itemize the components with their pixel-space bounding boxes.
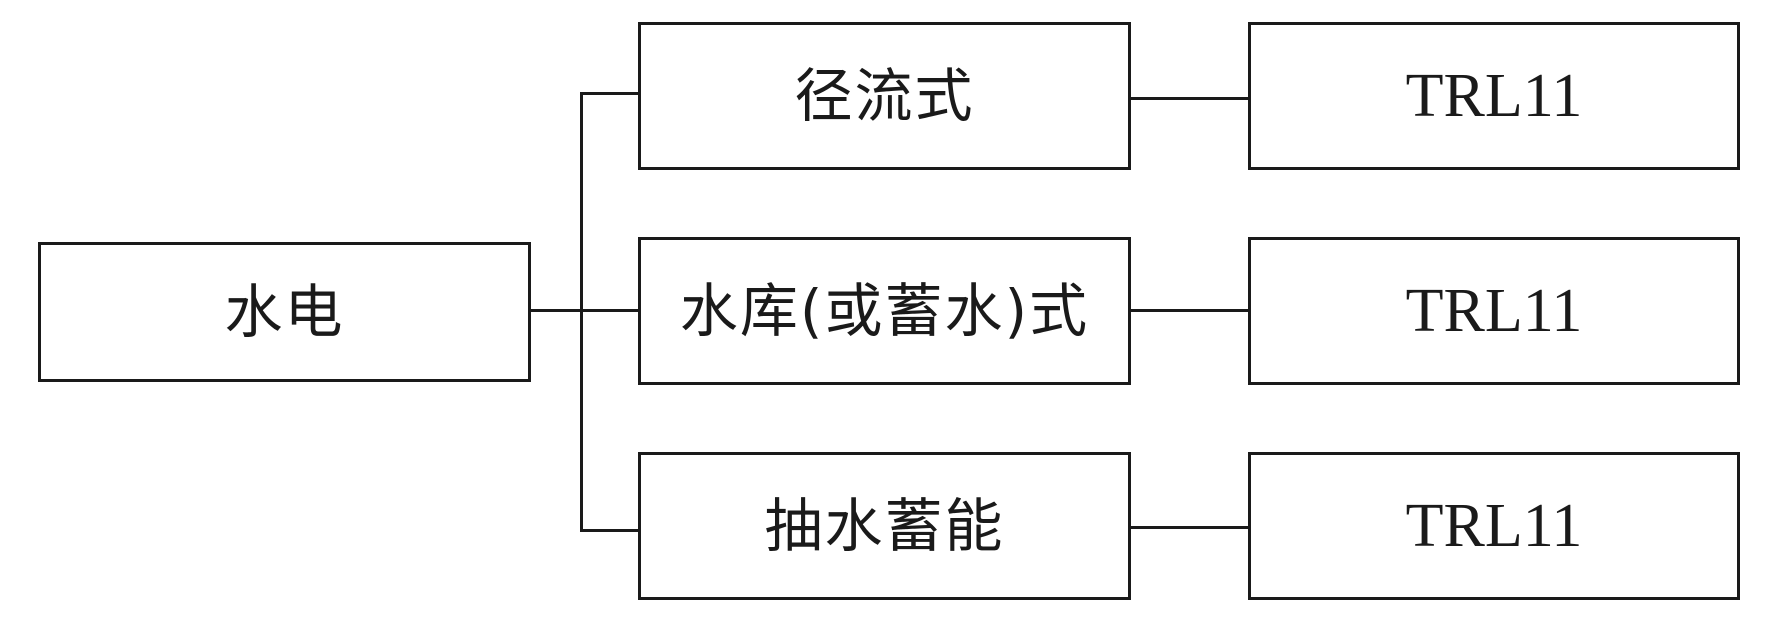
level-node-label: TRL11 (1405, 277, 1583, 345)
root-node: 水电 (38, 242, 531, 382)
branch-connector-3 (580, 529, 638, 532)
root-node-label: 水电 (224, 278, 345, 346)
branch-connector-1 (580, 92, 638, 95)
level-connector-2 (1131, 309, 1248, 312)
level-node-2: TRL11 (1248, 237, 1740, 385)
type-node-reservoir: 水库(或蓄水)式 (638, 237, 1131, 385)
level-node-3: TRL11 (1248, 452, 1740, 600)
type-node-pumped-storage: 抽水蓄能 (638, 452, 1131, 600)
level-connector-3 (1131, 526, 1248, 529)
branch-trunk-connector (580, 92, 583, 532)
level-connector-1 (1131, 97, 1248, 100)
root-connector (531, 309, 638, 312)
level-node-1: TRL11 (1248, 22, 1740, 170)
level-node-label: TRL11 (1405, 492, 1583, 560)
type-node-run-of-river: 径流式 (638, 22, 1131, 170)
type-node-label: 径流式 (794, 62, 975, 130)
type-node-label: 抽水蓄能 (764, 492, 1005, 560)
level-node-label: TRL11 (1405, 62, 1583, 130)
type-node-label: 水库(或蓄水)式 (679, 277, 1090, 345)
